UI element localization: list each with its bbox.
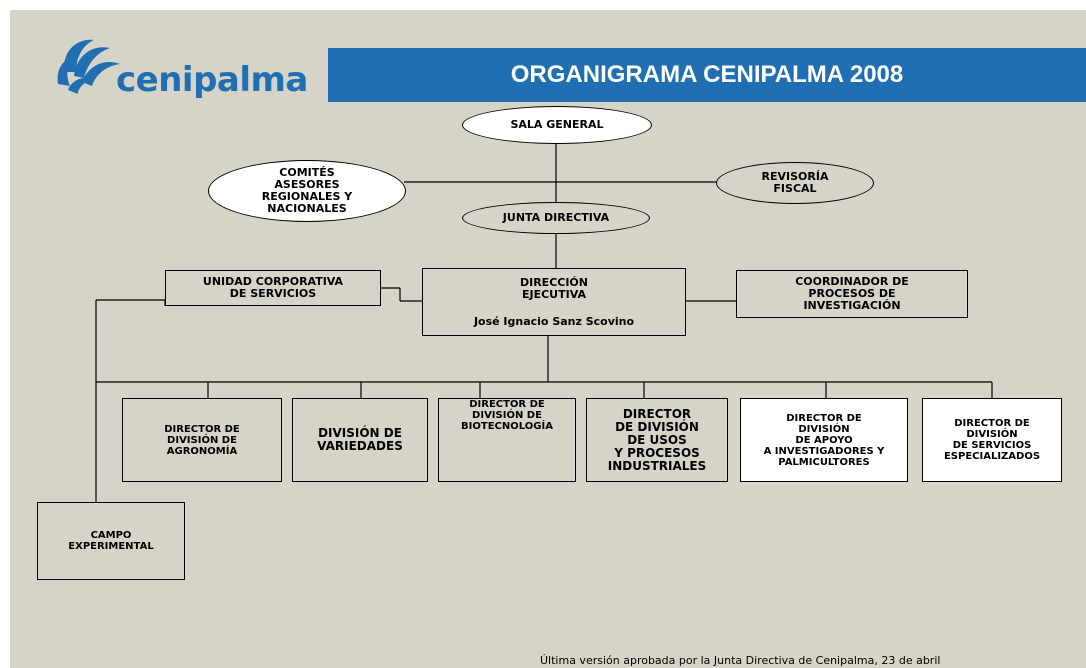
footer-note: Última versión aprobada por la Junta Dir… [540,654,941,667]
node-division-variedades[interactable]: DIVISIÓN DE VARIEDADES [292,398,428,482]
node-division-biotecnologia[interactable]: DIRECTOR DE DIVISIÓN DE BIOTECNOLOGÍA [438,398,576,482]
cenipalma-logo: cenipalma [54,32,314,108]
org-chart-slide: cenipalma ORGANIGRAMA CENIPALMA 2008 SAL… [10,10,1086,668]
director-name: José Ignacio Sanz Scovino [473,314,635,328]
page-title: ORGANIGRAMA CENIPALMA 2008 [328,48,1086,102]
node-revisoria-fiscal[interactable]: REVISORÍA FISCAL [716,162,874,204]
node-campo-experimental[interactable]: CAMPO EXPERIMENTAL [37,502,185,580]
node-coordinador-procesos[interactable]: COORDINADOR DE PROCESOS DE INVESTIGACIÓN [736,270,968,318]
node-division-servicios[interactable]: DIRECTOR DE DIVISIÓN DE SERVICIOS ESPECI… [922,398,1062,482]
node-comites-asesores[interactable]: COMITÉS ASESORES REGIONALES Y NACIONALES [208,160,406,222]
node-direccion-ejecutiva[interactable]: DIRECCIÓN EJECUTIVA José Ignacio Sanz Sc… [422,268,686,336]
node-division-apoyo[interactable]: DIRECTOR DE DIVISIÓN DE APOYO A INVESTIG… [740,398,908,482]
logo-wordmark: cenipalma [116,60,308,100]
node-division-agronomia[interactable]: DIRECTOR DE DIVISIÓN DE AGRONOMÍA [122,398,282,482]
direccion-title: DIRECCIÓN EJECUTIVA [519,275,588,301]
node-junta-directiva[interactable]: JUNTA DIRECTIVA [462,202,650,234]
connector-lines [95,142,993,502]
node-unidad-corporativa[interactable]: UNIDAD CORPORATIVA DE SERVICIOS [165,270,381,306]
node-sala-general[interactable]: SALA GENERAL [462,106,652,144]
palm-icon [57,39,120,94]
node-division-usos-procesos[interactable]: DIRECTOR DE DIVISIÓN DE USOS Y PROCESOS … [586,398,728,482]
